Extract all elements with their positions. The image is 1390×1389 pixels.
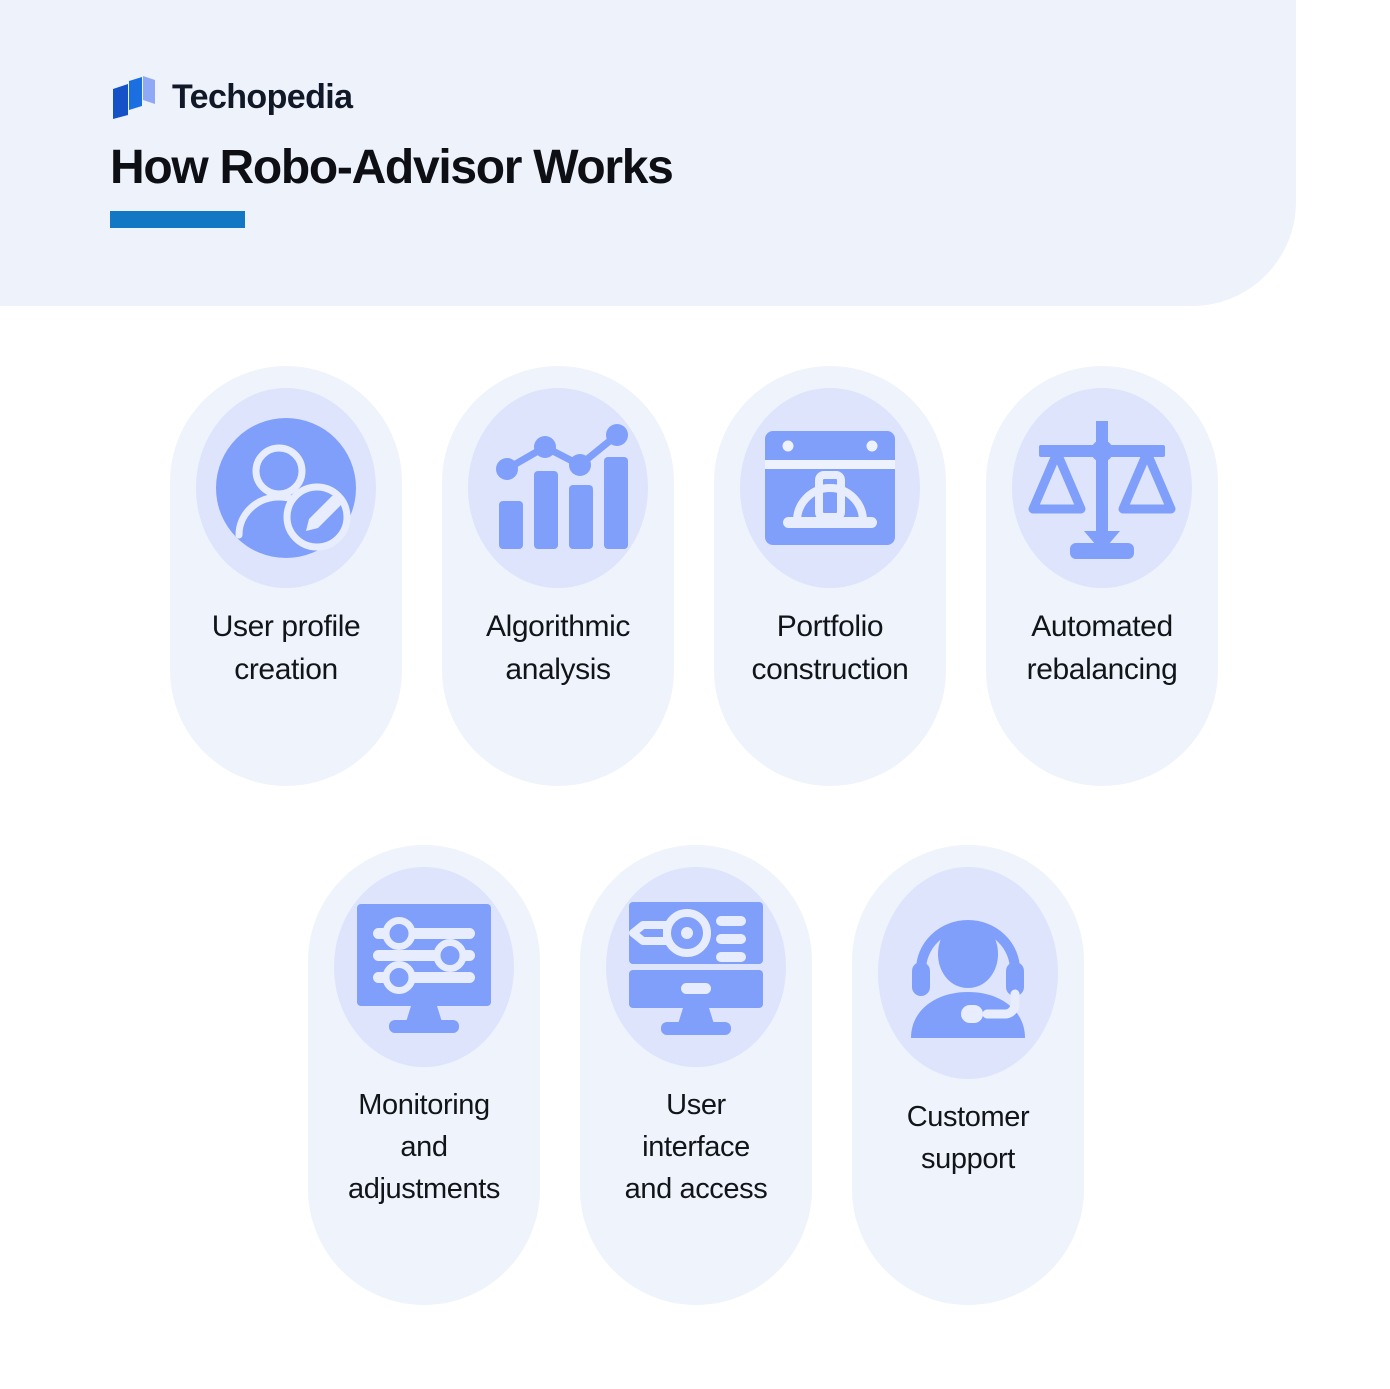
- monitor-sliders-icon: [357, 904, 491, 1033]
- icon-bubble: [468, 388, 648, 588]
- brand-logo: Techopedia: [110, 74, 353, 120]
- bar-chart-trendline-icon: [496, 424, 628, 549]
- monitor-cursor-list-icon: [629, 902, 763, 1035]
- icon-bubble: [196, 388, 376, 588]
- user-profile-edit-icon: [216, 418, 356, 558]
- icon-bubble: [334, 867, 514, 1067]
- browser-hardhat-icon: [765, 431, 895, 545]
- page-title: How Robo-Advisor Works: [110, 141, 674, 194]
- icon-bubble: [1012, 388, 1192, 588]
- icon-bubble: [878, 867, 1058, 1079]
- techopedia-layers-logo-icon: [113, 76, 155, 119]
- brand-name: Techopedia: [172, 78, 353, 116]
- icon-bubble: [606, 867, 786, 1067]
- balance-scale-icon: [1028, 421, 1176, 559]
- headset-agent-icon: [911, 920, 1025, 1038]
- title-accent-rule: [110, 211, 245, 228]
- icon-bubble: [740, 388, 920, 588]
- header-band: Techopedia How Robo-Advisor Works: [0, 0, 1296, 306]
